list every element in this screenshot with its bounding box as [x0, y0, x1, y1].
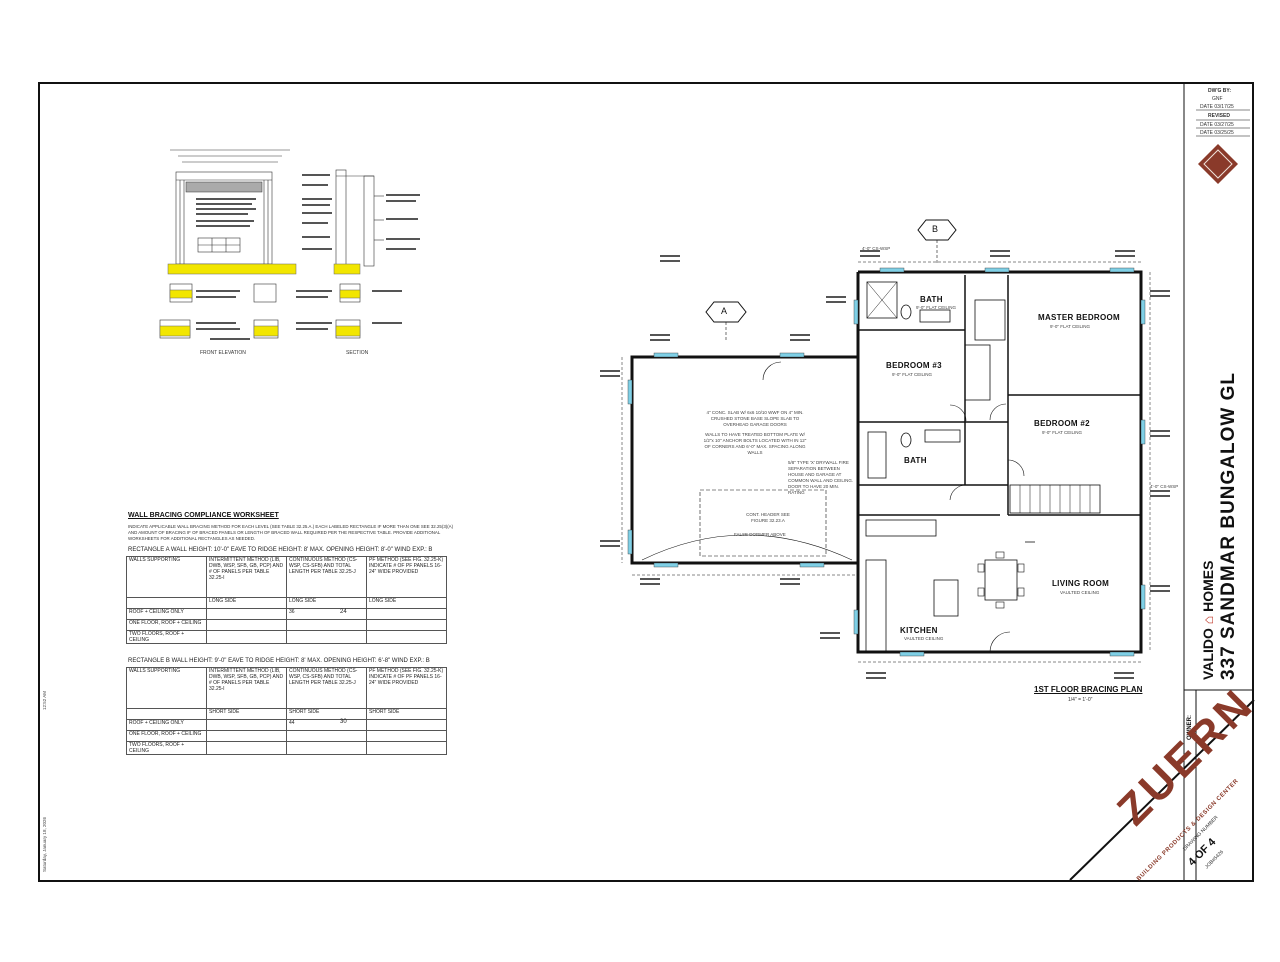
- col-pf: PF METHOD (SEE FIG. 32.25-K) INDICATE # …: [366, 556, 447, 598]
- room-bath-1: BATH: [920, 295, 943, 304]
- row-two-floors: TWO FLOORS, ROOF + CEILING: [126, 630, 207, 644]
- col-continuous: CONTINUOUS METHOD (CS-WSP, CS-SFB) AND T…: [286, 556, 367, 598]
- col-pf: PF METHOD (SEE FIG. 32.25-K) INDICATE # …: [366, 667, 447, 709]
- gridline-marker-a: A: [721, 306, 728, 316]
- garage-plate-note: WALLS TO HAVE TREATED BOTTOM PLATE W/ 1/…: [703, 432, 807, 455]
- builder-house-icon: ⌂: [1200, 615, 1216, 625]
- cell-a-short: 24: [340, 609, 347, 615]
- revision-date-1: DATE 03/27/25: [1200, 122, 1234, 128]
- plan-title: 1ST FLOOR BRACING PLAN: [1034, 685, 1143, 694]
- room-living: LIVING ROOM: [1052, 579, 1110, 588]
- dormer-note: FALSE DORMER ABOVE: [734, 532, 786, 537]
- room-bath-2: BATH: [904, 456, 927, 465]
- room-kitchen: KITCHEN: [900, 626, 938, 635]
- worksheet-table-b: WALLS SUPPORTING INTERMITTENT METHOD (LI…: [126, 667, 447, 755]
- rectangle-a-specs: RECTANGLE A WALL HEIGHT: 10'-0" EAVE TO …: [128, 547, 433, 553]
- room-bedroom-2: BEDROOM #2: [1034, 419, 1090, 428]
- rectangle-b-specs: RECTANGLE B WALL HEIGHT: 9'-0" EAVE TO R…: [128, 658, 430, 664]
- col-intermittent: INTERMITTENT METHOD (LIB, DWB, WSP, SFB,…: [206, 667, 287, 709]
- revision-date-2: DATE 03/25/25: [1200, 130, 1234, 136]
- bed3-ceiling: 9'-0" FLAT CEILING: [892, 372, 933, 377]
- drawing-sheet: [38, 82, 1254, 882]
- kitchen-ceiling: VAULTED CEILING: [904, 636, 944, 641]
- plan-scale: 1/4" = 1'-0": [1068, 697, 1093, 703]
- row-two-floors: TWO FLOORS, ROOF + CEILING: [126, 741, 207, 755]
- garage-slab-note: 4" CONC. SLAB W/ 6x6 10/10 WWF ON 4" MIN…: [706, 410, 804, 427]
- gridline-marker-b: B: [932, 224, 939, 234]
- section-label: SECTION: [346, 350, 369, 356]
- worksheet-intro: INDICATE APPLICABLE WALL BRACING METHOD …: [128, 524, 454, 541]
- worksheet-title: WALL BRACING COMPLIANCE WORKSHEET: [128, 512, 279, 519]
- living-ceiling: VAULTED CEILING: [1060, 590, 1100, 595]
- builder-logo: VALIDO ⌂ HOMES: [1200, 561, 1216, 680]
- room-bedroom-3: BEDROOM #3: [886, 361, 942, 370]
- brace-tag: 4'-0" CS-WSP: [862, 246, 891, 251]
- zuern-logo-icon: [1198, 144, 1238, 184]
- front-elevation-label: FRONT ELEVATION: [200, 350, 246, 356]
- master-ceiling: 9'-0" FLAT CEILING: [1050, 324, 1091, 329]
- col-walls-supporting: WALLS SUPPORTING: [126, 667, 207, 709]
- drawn-by-value: GNF: [1212, 96, 1223, 102]
- cell-b-short: 30: [340, 719, 347, 725]
- builder-name-part2: HOMES: [1200, 560, 1216, 612]
- header-note: CONT. HEADER SEE FIGURE 32.23.A: [746, 512, 790, 523]
- brace-tag: 4'-0" CS-WSP: [1150, 484, 1179, 489]
- fire-separation-note: 5/8" TYPE 'X' DRYWALL FIRE SEPARATION BE…: [788, 460, 854, 495]
- revised-label: REVISED: [1208, 113, 1230, 119]
- bath1-ceiling: 9'-0" FLAT CEILING: [916, 305, 957, 310]
- builder-name-part1: VALIDO: [1200, 628, 1216, 680]
- drawn-by-label: DW'G BY:: [1208, 88, 1232, 94]
- room-master-bedroom: MASTER BEDROOM: [1038, 313, 1120, 322]
- drawing-date: DATE 03/17/25: [1200, 104, 1234, 110]
- worksheet-table-a: WALLS SUPPORTING INTERMITTENT METHOD (LI…: [126, 556, 447, 644]
- project-name: 337 SANDMAR BUNGALOW GL: [1218, 371, 1239, 680]
- col-intermittent: INTERMITTENT METHOD (LIB, DWB, WSP, SFB,…: [206, 556, 287, 598]
- bed2-ceiling: 9'-0" FLAT CEILING: [1042, 430, 1083, 435]
